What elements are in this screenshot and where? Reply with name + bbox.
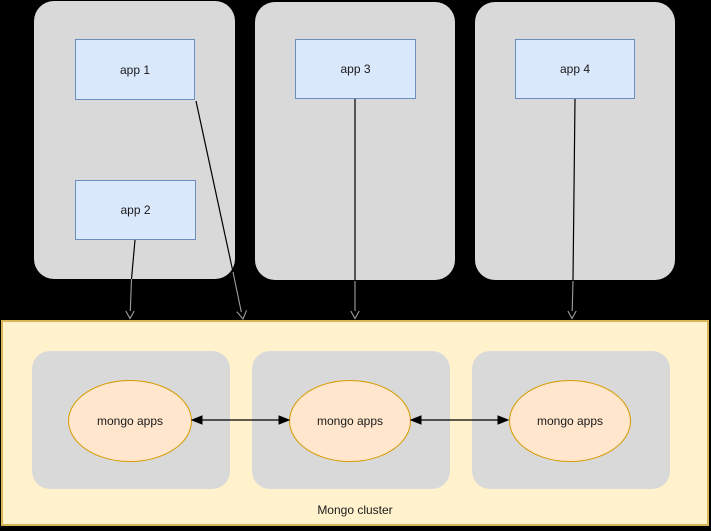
app-node-4: app 4: [515, 39, 635, 99]
mongo-node-1: mongo apps: [68, 380, 192, 462]
mongo-node-2: mongo apps: [289, 380, 411, 462]
app-node-2: app 2: [75, 180, 196, 240]
app-node-3: app 3: [295, 39, 416, 99]
app-node-4-label: app 4: [559, 62, 591, 76]
app-node-3-label: app 3: [340, 62, 371, 76]
app-node-1: app 1: [75, 39, 195, 100]
mongo-cluster-label: Mongo cluster: [317, 503, 393, 517]
app-node-1-label: app 1: [119, 62, 151, 77]
mongo-node-3-label: mongo apps: [536, 414, 604, 428]
mongo-node-1-label: mongo apps: [96, 414, 164, 428]
app-node-2-label: app 2: [120, 203, 151, 217]
mongo-node-2-label: mongo apps: [316, 414, 384, 428]
mongo-node-3: mongo apps: [509, 380, 631, 462]
